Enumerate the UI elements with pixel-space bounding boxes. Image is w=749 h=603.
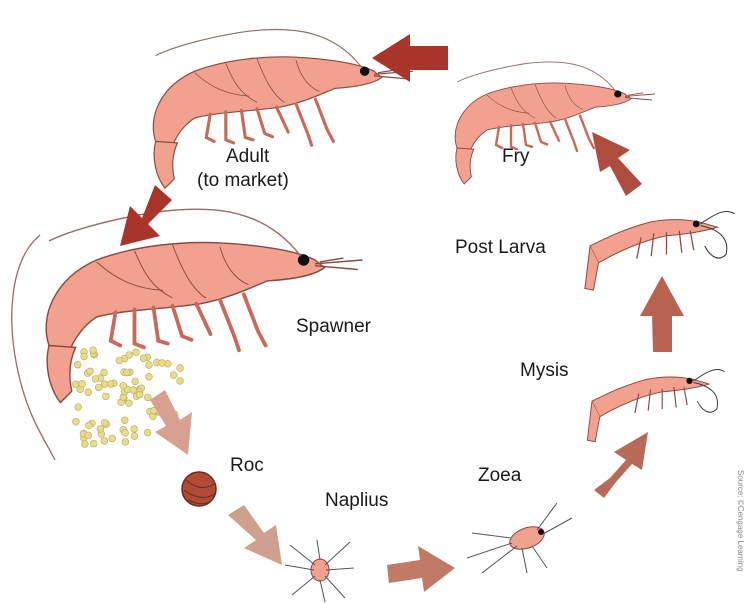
egg — [97, 426, 104, 433]
label-zoea: Zoea — [478, 465, 521, 487]
label-adult-to-market: (to market) — [197, 170, 289, 192]
egg — [73, 418, 80, 425]
egg — [144, 429, 151, 436]
egg — [92, 376, 99, 383]
egg — [177, 365, 184, 372]
egg — [116, 357, 123, 364]
label-spawner: Spawner — [296, 316, 371, 338]
arrow-adult-to-spawner — [120, 185, 172, 246]
egg — [144, 394, 151, 401]
egg — [136, 391, 143, 398]
label-adult: Adult — [226, 146, 269, 168]
egg — [130, 387, 137, 394]
egg — [123, 369, 130, 376]
egg — [121, 417, 128, 424]
label-fry: Fry — [502, 146, 529, 168]
egg — [146, 362, 153, 369]
arrow-mysis-to-post-larva — [640, 276, 684, 352]
egg — [79, 380, 86, 387]
spawner-shrimp-icon — [46, 209, 362, 402]
label-post-larva: Post Larva — [455, 237, 546, 259]
arrows — [120, 34, 684, 592]
egg — [131, 426, 138, 433]
egg — [101, 438, 108, 445]
egg — [74, 361, 81, 368]
zoea-icon — [467, 503, 572, 573]
arrow-naplius-to-zoea — [387, 546, 455, 592]
egg — [122, 439, 129, 446]
arrow-spawner-to-roc — [150, 390, 192, 455]
egg — [131, 433, 138, 440]
egg — [170, 372, 177, 379]
egg — [87, 368, 94, 375]
egg — [85, 432, 92, 439]
naplius-icon — [285, 540, 354, 602]
egg — [177, 378, 184, 385]
egg — [133, 349, 140, 356]
egg — [126, 352, 133, 359]
adult-shrimp-icon — [153, 29, 413, 188]
arrow-zoea-to-mysis — [594, 432, 648, 498]
egg — [109, 435, 116, 442]
mysis-icon — [587, 369, 724, 441]
egg — [72, 381, 79, 388]
credit-text: Source: ©Cengage Learning — [736, 470, 745, 572]
egg — [125, 400, 132, 407]
arrow-fry-to-adult — [372, 34, 448, 82]
egg — [146, 373, 153, 380]
egg — [107, 381, 114, 388]
egg — [120, 382, 127, 389]
egg — [102, 393, 109, 400]
label-mysis: Mysis — [520, 360, 569, 382]
egg — [85, 389, 92, 396]
egg — [75, 404, 82, 411]
egg — [81, 353, 88, 360]
egg — [90, 440, 97, 447]
egg — [90, 347, 97, 354]
post-larva-icon — [585, 211, 735, 290]
egg — [140, 355, 147, 362]
egg — [122, 430, 129, 437]
egg — [81, 441, 88, 448]
arrow-roc-to-naplius — [228, 505, 282, 565]
egg — [159, 360, 166, 367]
label-naplius: Naplius — [325, 490, 388, 512]
arrow-post-larva-to-fry — [592, 132, 642, 196]
egg — [101, 381, 108, 388]
egg — [85, 422, 92, 429]
egg — [101, 419, 108, 426]
label-roc: Roc — [230, 455, 264, 477]
roc-egg-icon — [182, 472, 216, 506]
egg — [132, 378, 139, 385]
